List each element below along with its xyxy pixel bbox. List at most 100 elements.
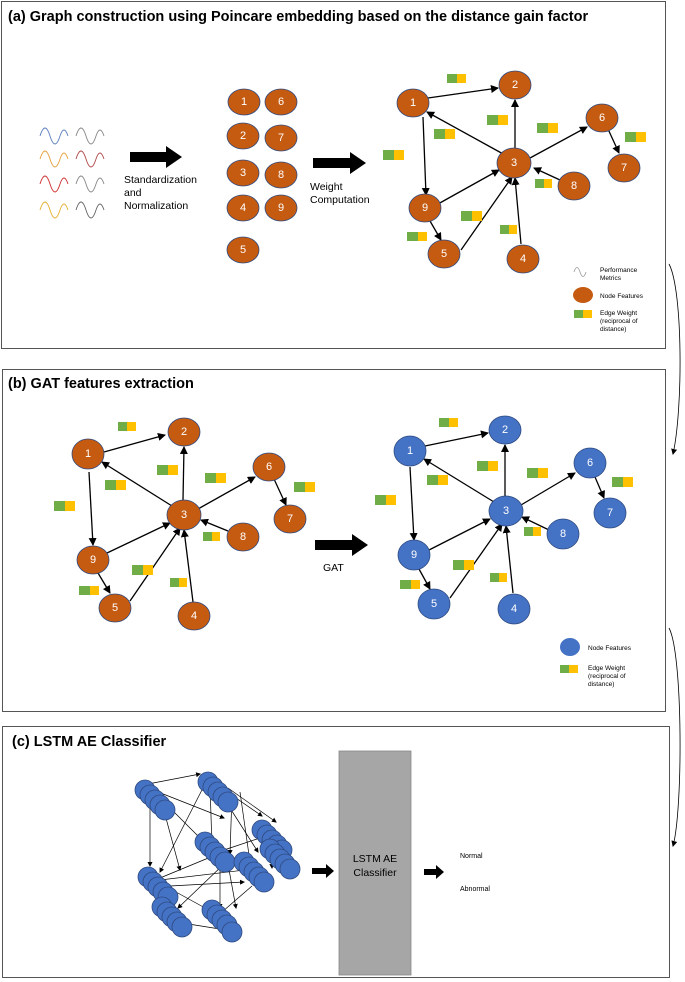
grid-node-label-9: 9 — [278, 202, 284, 214]
graph-a-node-1 — [396, 88, 430, 118]
classifier-label-1: LSTM AE — [353, 853, 397, 865]
graph-b-edges-right — [409, 430, 605, 599]
grid-node-2 — [226, 122, 260, 150]
graph-b-right-node-8 — [546, 518, 580, 550]
graph-a-nodes: 1 2 3 4 5 6 7 8 9 — [396, 70, 641, 274]
panel-a-title: (a) Graph construction using Poincare em… — [8, 9, 589, 25]
graph-b-right-node-label-5: 5 — [431, 598, 437, 610]
classifier-output-arrow — [424, 865, 444, 879]
grid-node-1 — [227, 88, 261, 116]
graph-b-right-node-9 — [397, 539, 431, 571]
legend-a-nodes: Node Features — [600, 293, 644, 300]
grid-node-label-7: 7 — [278, 132, 284, 144]
legend-a-edge-1: Edge Weight — [600, 310, 637, 317]
graph-b-right-node-label-8: 8 — [560, 528, 566, 540]
legend-b-node-icon — [560, 638, 580, 656]
legend-b-edge-3: distance) — [588, 681, 614, 688]
neuron-stack-9 — [201, 899, 243, 943]
graph-a-node-label-6: 6 — [599, 112, 605, 124]
graph-b-right-node-6 — [573, 447, 607, 479]
grid-node-4 — [226, 194, 260, 222]
legend-a-node-icon — [573, 287, 593, 303]
panel-a-diagram: Standardization and Normalization Weight… — [39, 70, 646, 333]
graph-b-nodes-right: 1 2 3 4 5 6 7 8 9 — [393, 415, 627, 625]
gat-arrow — [315, 534, 368, 556]
legend-b-edge-1: Edge Weight — [588, 665, 625, 672]
graph-b-left-node-5 — [98, 593, 132, 623]
graph-b-left-node-label-7: 7 — [287, 513, 293, 525]
graph-b-left-node-7 — [273, 504, 307, 534]
graph-b-right-node-5 — [417, 588, 451, 620]
graph-b-right-node-label-2: 2 — [502, 424, 508, 436]
classifier-input-arrow — [312, 864, 334, 878]
grid-node-5 — [226, 236, 260, 264]
graph-a-node-label-1: 1 — [410, 97, 416, 109]
legend-b-edge-icon — [560, 665, 578, 673]
neuron-stack-4 — [194, 831, 236, 873]
graph-a-node-label-2: 2 — [512, 79, 518, 91]
output-abnormal: Abnormal — [460, 886, 490, 893]
grid-node-8 — [264, 161, 298, 189]
graph-a-node-2 — [498, 70, 532, 100]
grid-node-label-5: 5 — [240, 244, 246, 256]
graph-a-node-3 — [496, 147, 532, 179]
graph-b-left-node-label-2: 2 — [181, 426, 187, 438]
graph-b-right-node-label-6: 6 — [587, 457, 593, 469]
node-features-grid: 1 6 2 7 3 8 4 9 5 — [226, 88, 298, 264]
grid-node-6 — [264, 88, 298, 116]
graph-b-left-node-label-6: 6 — [266, 461, 272, 473]
grid-node-label-1: 1 — [241, 96, 247, 108]
graph-a-edges — [421, 85, 620, 251]
graph-a-node-4 — [506, 244, 540, 274]
graph-b-left-node-label-9: 9 — [90, 554, 96, 566]
graph-b-right-node-4 — [497, 593, 531, 625]
graph-b-right-node-label-3: 3 — [503, 505, 509, 517]
output-normal: Normal — [460, 853, 483, 860]
graph-b-right-node-7 — [593, 497, 627, 529]
panel-c-diagram: LSTM AE Classifier Normal Abnormal — [134, 750, 490, 976]
grid-node-label-4: 4 — [240, 202, 246, 214]
graph-a-node-label-9: 9 — [422, 202, 428, 214]
neuron-stack-8 — [151, 896, 193, 938]
graph-a-node-label-8: 8 — [571, 180, 577, 192]
panel-b-title: (b) GAT features extraction — [8, 376, 194, 392]
neuron-stack-5 — [259, 838, 301, 880]
grid-node-7 — [264, 124, 298, 152]
lstm-neuron-groups — [134, 771, 301, 943]
legend-a-metrics-icon — [573, 267, 587, 277]
grid-node-label-8: 8 — [278, 169, 284, 181]
graph-a-node-5 — [427, 239, 461, 269]
graph-b-edges-left — [88, 433, 287, 603]
graph-b-left-node-4 — [177, 601, 211, 631]
graph-b-right-node-1 — [393, 435, 427, 467]
graph-b-right-node-label-1: 1 — [407, 445, 413, 457]
panel-c — [2, 726, 670, 978]
graph-b-left-node-9 — [76, 545, 110, 575]
neuron-stack-7 — [137, 866, 179, 908]
standardization-label-1: Standardization — [124, 174, 197, 186]
graph-a-node-6 — [585, 103, 619, 133]
legend-a-edge-icon — [574, 310, 592, 318]
performance-metrics-waves — [39, 127, 105, 219]
graph-b-left-node-label-4: 4 — [191, 610, 197, 622]
connector-b-to-c — [668, 627, 681, 847]
graph-b-left-node-label-1: 1 — [85, 448, 91, 460]
legend-a-metrics-1: Performance — [600, 267, 638, 274]
graph-b-edge-weights-right — [375, 418, 633, 589]
graph-b-left-node-6 — [252, 452, 286, 482]
graph-b-edge-weights-left — [54, 422, 315, 595]
classifier-label-2: Classifier — [353, 867, 397, 879]
graph-b-left-node-8 — [226, 522, 260, 552]
graph-a-node-9 — [408, 193, 442, 223]
standardization-label-3: Normalization — [124, 200, 188, 212]
connector-a-to-b — [668, 263, 681, 455]
weight-computation-label-2: Computation — [310, 194, 370, 206]
graph-b-left-node-label-5: 5 — [112, 602, 118, 614]
graph-b-left-node-label-3: 3 — [181, 509, 187, 521]
standardization-label-2: and — [124, 187, 142, 199]
graph-b-left-node-3 — [166, 499, 202, 531]
graph-b-right-node-label-4: 4 — [511, 603, 517, 615]
graph-b-right-node-3 — [488, 495, 524, 527]
graph-b-left-node-1 — [71, 438, 105, 470]
graph-b-right-node-label-7: 7 — [607, 507, 613, 519]
